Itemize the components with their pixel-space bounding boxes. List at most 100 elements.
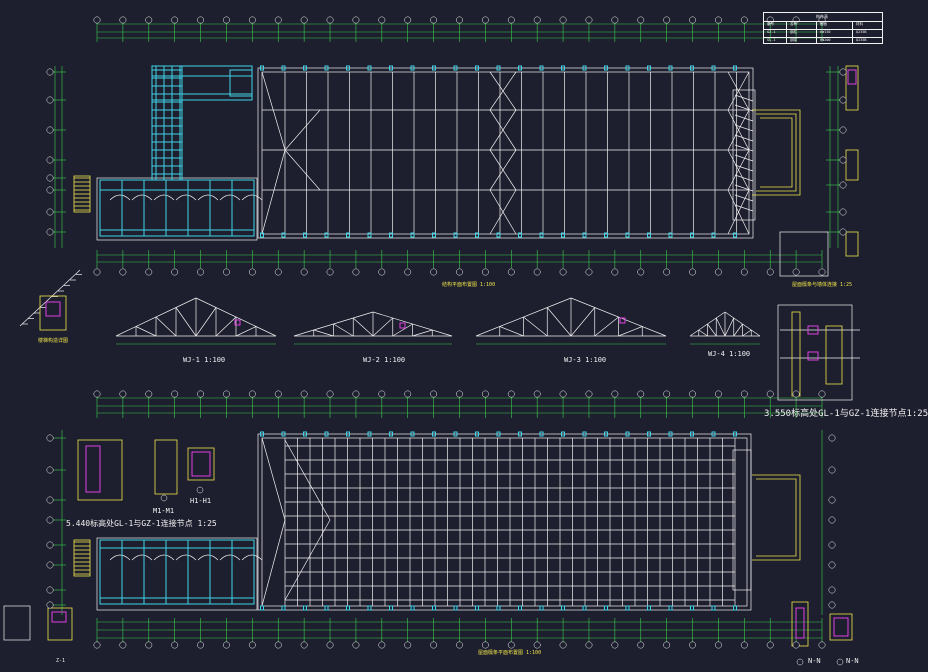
axis-bubble-icon <box>507 268 515 276</box>
steel-column <box>432 431 436 437</box>
steel-column <box>389 232 393 238</box>
left-block-outline <box>96 177 258 241</box>
nn-section-1 <box>791 601 809 647</box>
axis-bubble-icon <box>818 641 826 649</box>
axis-bubble-icon <box>663 390 671 398</box>
wj4-web <box>724 317 735 337</box>
steel-column <box>281 431 286 437</box>
right-detail-col <box>845 65 859 111</box>
steel-column <box>367 431 372 437</box>
axis-bubble-icon <box>171 268 179 276</box>
steel-column <box>453 605 458 611</box>
axis-bubble-icon <box>828 434 836 442</box>
steel-column <box>303 232 307 238</box>
right-detail-title: 屋面檩条与墙体连接 1:25 <box>792 282 853 288</box>
section-marker-icon <box>836 658 844 666</box>
left-block-beam <box>99 597 255 605</box>
annex-room-inner <box>756 478 797 557</box>
section-marker-icon <box>160 494 168 502</box>
joint-plate <box>85 445 101 493</box>
steel-column <box>367 232 372 238</box>
annex-outline <box>732 89 756 221</box>
bottom-left-label: Z-1 <box>56 658 66 664</box>
wj1-web <box>235 326 257 337</box>
nn-plate <box>795 607 805 639</box>
axis-bubble-icon <box>481 16 489 24</box>
steel-column <box>582 65 587 71</box>
brace-line <box>727 109 750 151</box>
steel-column <box>668 232 673 238</box>
door-arc <box>131 194 153 201</box>
cad-drawing <box>3 16 860 666</box>
steel-column <box>496 605 501 611</box>
steel-column <box>410 605 415 611</box>
steel-column <box>518 232 522 238</box>
axis-bubble-icon <box>839 228 847 236</box>
steel-column <box>346 232 350 238</box>
axis-bubble-icon <box>481 390 489 398</box>
door-arc <box>197 194 219 201</box>
axis-bubble-icon <box>714 390 722 398</box>
table-cell: Q235B <box>856 30 867 34</box>
axis-bubble-icon <box>223 390 230 398</box>
axis-bubble-icon <box>46 541 54 549</box>
steel-column <box>410 431 415 437</box>
wj2-web <box>392 323 413 337</box>
section-h1-box <box>187 447 215 481</box>
magenta-detail-layer <box>45 69 857 639</box>
axis-bubble-icon <box>197 16 205 24</box>
bottom-left-frame <box>3 605 31 641</box>
axis-bubble-icon <box>740 16 748 24</box>
right-detail-col <box>845 149 859 181</box>
wj3-label: WJ-3 1:100 <box>564 356 607 364</box>
axis-bubble-icon <box>171 16 179 24</box>
detail-frame <box>777 304 853 401</box>
brace-line <box>489 189 517 235</box>
axis-bubble-icon <box>46 516 54 524</box>
axis-bubble-icon <box>145 390 153 398</box>
steel-column <box>475 431 479 437</box>
axis-bubble-icon <box>93 641 101 649</box>
axis-bubble-icon <box>46 601 54 609</box>
brace-line <box>727 149 750 191</box>
axis-bubble-icon <box>197 641 205 649</box>
wj2-web <box>372 317 393 337</box>
annex-room <box>752 474 801 561</box>
steel-column <box>432 605 436 611</box>
steel-column <box>604 232 608 238</box>
axis-bubble-icon <box>352 16 360 24</box>
steel-column <box>367 605 372 611</box>
door-arc <box>131 554 153 561</box>
wj4-web <box>698 329 708 337</box>
brace-line <box>489 109 517 151</box>
steel-column <box>518 605 522 611</box>
axis-bubble-icon <box>145 268 153 276</box>
hip-line <box>284 519 331 601</box>
axis-grid-layer <box>53 20 840 642</box>
steel-column <box>432 65 436 71</box>
hatch-line <box>734 134 754 142</box>
axis-bubbles-layer <box>46 16 847 666</box>
axis-bubble-icon <box>119 390 127 398</box>
axis-bubble-icon <box>559 641 567 649</box>
wj4-web <box>707 323 717 337</box>
axis-bubble-icon <box>352 641 360 649</box>
wj2-web <box>333 323 354 337</box>
plate-mark <box>807 325 819 335</box>
steel-column <box>346 65 350 71</box>
axis-bubble-icon <box>404 16 412 24</box>
axis-bubble-icon <box>46 174 54 182</box>
steel-column <box>539 431 544 437</box>
axis-bubble-icon <box>507 390 515 398</box>
section-marker-icon <box>196 486 204 494</box>
axis-bubble-icon <box>714 16 722 24</box>
steel-column <box>453 431 458 437</box>
wj1-web <box>135 326 157 337</box>
axis-bubble-icon <box>46 186 54 194</box>
brace-line <box>727 189 750 235</box>
wj3-web <box>570 307 596 337</box>
steel-column <box>281 65 286 71</box>
hip-line <box>284 149 321 191</box>
steel-column <box>346 431 350 437</box>
axis-bubble-icon <box>145 641 153 649</box>
